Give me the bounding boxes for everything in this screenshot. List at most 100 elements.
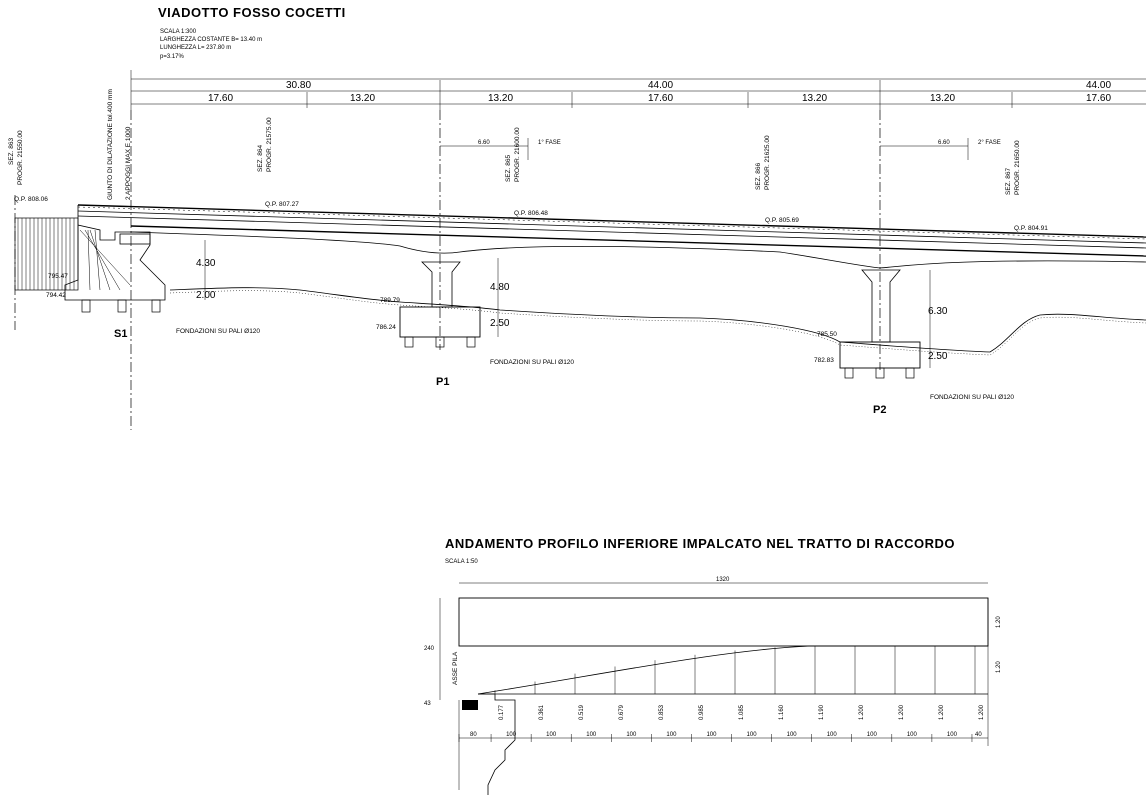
p2-foundation-height: 2.50 [928,351,948,362]
detail-title: ANDAMENTO PROFILO INFERIORE IMPALCATO NE… [445,536,955,551]
detail-left-43: 43 [424,701,431,707]
detail-profile [439,582,989,795]
elev-p2-b: 782.83 [814,357,834,364]
s1-foundation-height: 2.00 [196,290,216,301]
bottom-dim-value: 100 [827,732,838,738]
detail-scale: SCALA 1:50 [445,559,478,565]
phase-1-label: 1° FASE [538,140,561,146]
dimension-chain [130,70,1146,110]
offset-value: 0.985 [699,704,705,720]
qp-807-27: Q.P. 807.27 [265,201,299,208]
bottom-dim-value: 100 [506,732,517,738]
span-sub-5: 13.20 [802,93,827,104]
note-width: LARGHEZZA COSTANTE B= 13.40 m [160,37,262,43]
s1-height: 4.30 [196,258,216,269]
bottom-dim-value: 100 [787,732,798,738]
foundation-s1: FONDAZIONI SU PALI Ø120 [176,328,260,335]
pier-p2 [839,269,921,379]
offset-value: 1.200 [939,704,945,720]
phase-dims [440,138,969,160]
progr-865: PROGR. 21600.00 [514,127,521,182]
detail-right-1: 1.20 [996,616,1002,628]
offset-value: 1.160 [779,704,785,720]
bottom-dim-value: 100 [706,732,717,738]
section-864: SEZ. 864 [257,145,264,172]
elev-s1-a: 795.47 [48,273,68,280]
phase-2-dim: 6.60 [938,140,950,146]
offset-value: 1.190 [819,704,825,720]
support-p1: P1 [436,376,449,388]
span-sub-1: 17.60 [208,93,233,104]
progr-866: PROGR. 21625.00 [764,135,771,190]
elev-s1-b: 794.42 [46,292,66,299]
phase-2-label: 2° FASE [978,140,1001,146]
phase-1-dim: 6.60 [478,140,490,146]
p2-height: 6.30 [928,306,948,317]
p1-height: 4.80 [490,282,510,293]
detail-right-2: 1.20 [996,661,1002,673]
bottom-dim-value: 80 [470,732,477,738]
bearing-label: 2 APPOGGI MAX E 1000 [125,126,132,200]
detail-left-240: 240 [424,646,435,652]
main-title: VIADOTTO FOSSO COCETTI [158,5,346,20]
offset-value: 0.519 [579,704,585,720]
span-top-3: 44.00 [1086,80,1111,91]
qp-806-48: Q.P. 806.48 [514,210,548,217]
section-863: SEZ. 863 [8,138,15,165]
qp-808-06: Q.P. 808.06 [14,196,48,203]
bottom-dim-value: 40 [975,732,982,738]
offset-value: 1.200 [899,704,905,720]
section-865: SEZ. 865 [505,155,512,182]
joint-label: GIUNTO DI DILATAZIONE tol.400 mm [107,89,114,200]
terrain-profile [169,287,1146,356]
section-866: SEZ. 866 [755,163,762,190]
span-sub-7: 17.60 [1086,93,1111,104]
span-sub-4: 17.60 [648,93,673,104]
progr-867: PROGR. 21650.00 [1014,140,1021,195]
span-top-1: 30.80 [286,80,311,91]
bottom-dim-value: 100 [586,732,597,738]
bottom-dim-value: 100 [747,732,758,738]
offset-value: 0.177 [499,704,505,720]
span-top-2: 44.00 [648,80,673,91]
support-s1: S1 [114,328,127,340]
bottom-dim-value: 100 [867,732,878,738]
note-slope: p=3.17% [160,54,185,60]
progr-864: PROGR. 21575.00 [266,117,273,172]
detail-total: 1320 [716,577,730,583]
height-dims [204,240,931,368]
qp-805-69: Q.P. 805.69 [765,217,799,224]
offset-value: 1.200 [859,704,865,720]
offset-value: 1.085 [739,704,745,720]
offset-value: 0.361 [539,704,545,720]
offset-value: 0.853 [659,704,665,720]
p1-foundation-height: 2.50 [490,318,510,329]
pier-p1 [399,261,481,348]
bottom-dim-value: 100 [626,732,637,738]
bottom-dim-value: 100 [666,732,677,738]
bottom-dim-value: 100 [546,732,557,738]
bottom-dim-value: 100 [907,732,918,738]
support-p2: P2 [873,404,886,416]
foundation-p1: FONDAZIONI SU PALI Ø120 [490,359,574,366]
elev-p1-b: 786.24 [376,324,396,331]
section-867: SEZ. 867 [1005,168,1012,195]
elev-p2-a: 785.50 [817,331,837,338]
bridge-deck [77,204,1146,269]
offset-value: 0.679 [619,704,625,720]
span-sub-3: 13.20 [488,93,513,104]
abutment-s1 [14,205,166,313]
note-scale: SCALA 1:300 [160,29,197,35]
note-length: LUNGHEZZA L= 237.80 m [160,45,231,51]
span-sub-2: 13.20 [350,93,375,104]
foundation-p2: FONDAZIONI SU PALI Ø120 [930,394,1014,401]
span-sub-6: 13.20 [930,93,955,104]
offset-value: 1.200 [979,704,985,720]
qp-804-91: Q.P. 804.91 [1014,225,1048,232]
progr-863: PROGR. 21550.00 [17,130,24,185]
detail-axis-label: ASSE PILA [452,651,459,685]
elev-p1-a: 789.79 [380,297,400,304]
detail-offsets: 0.177 0.361 0.519 0.679 0.853 0.985 1.085 1.160… [494,646,985,720]
